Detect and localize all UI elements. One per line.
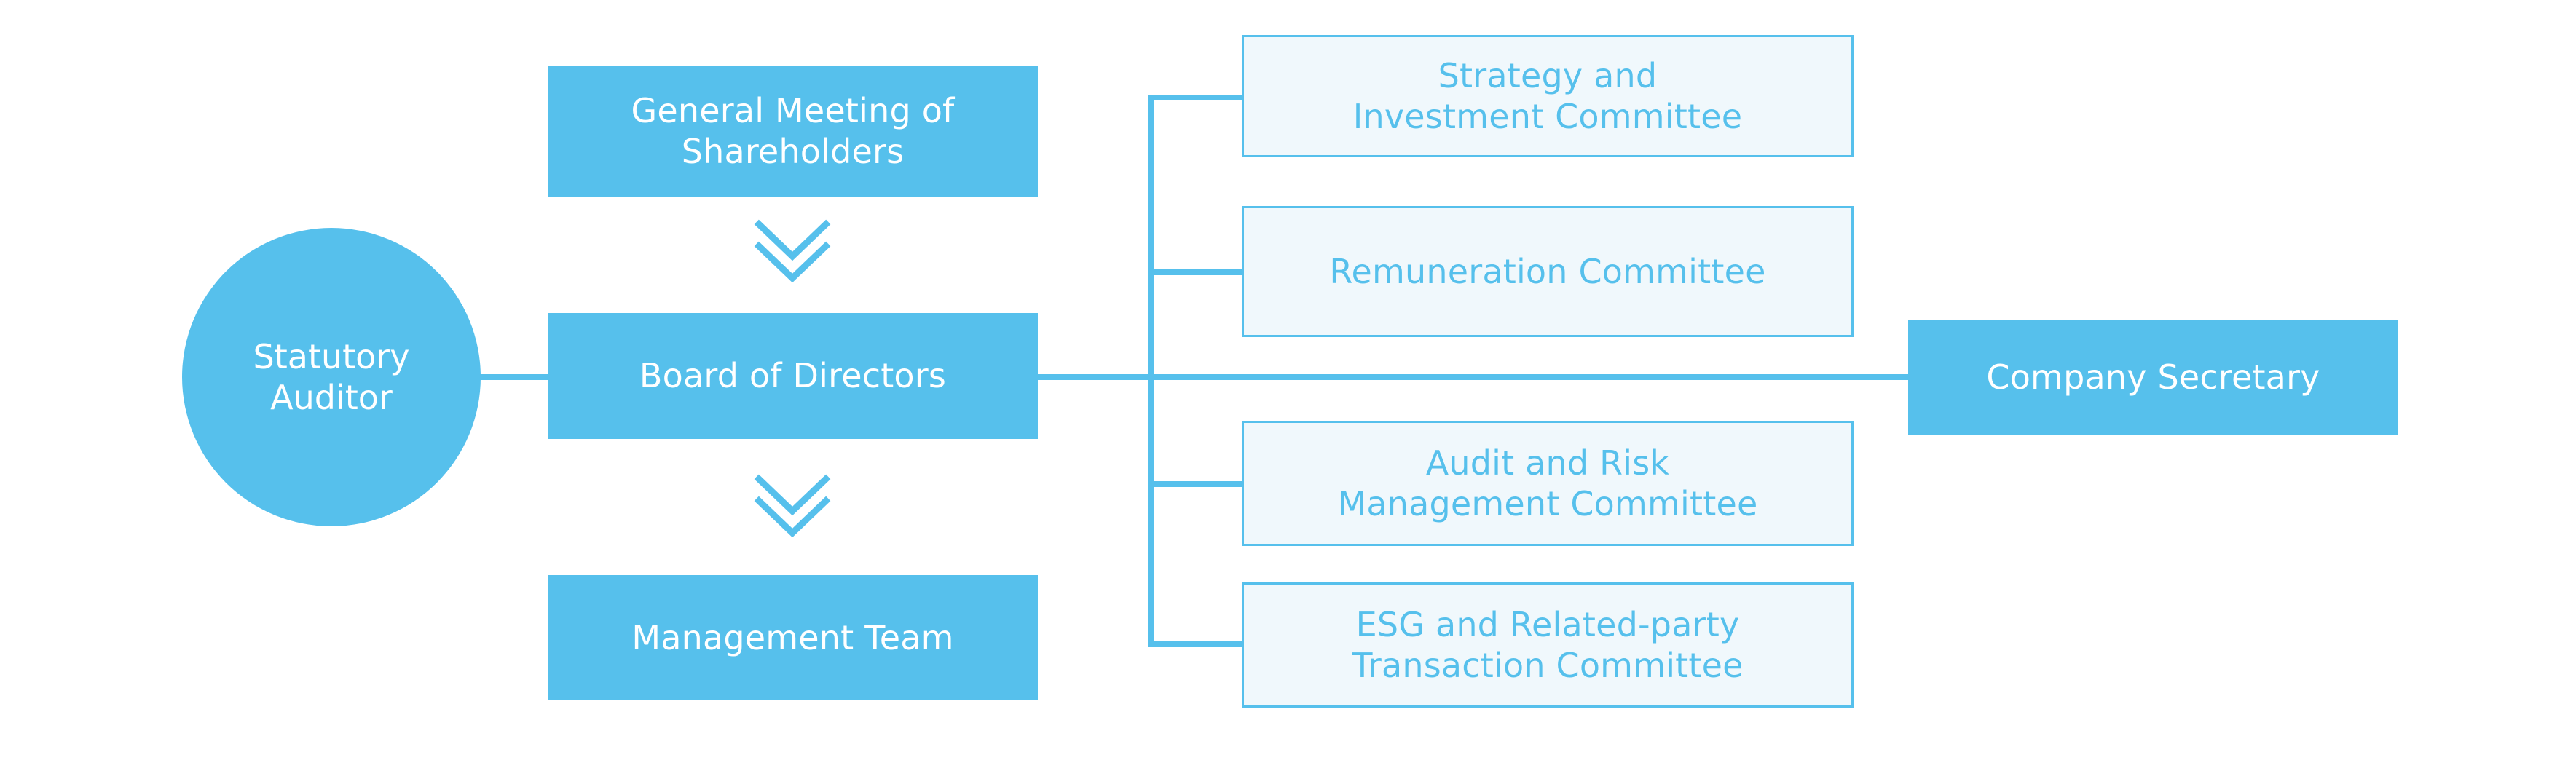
node-company-secretary[interactable]: Company Secretary [1908,320,2398,435]
node-strategy-committee-label: Strategy and Investment Committee [1352,55,1743,136]
node-management-team[interactable]: Management Team [548,575,1038,700]
node-audit-committee-label: Audit and Risk Management Committee [1337,443,1758,523]
node-company-secretary-label: Company Secretary [1986,357,2320,397]
node-strategy-and-investment-committee[interactable]: Strategy and Investment Committee [1242,35,1854,157]
node-esg-committee-label: ESG and Related-party Transaction Commit… [1352,604,1744,685]
node-board-of-directors-label: Board of Directors [639,356,947,396]
node-general-meeting-of-shareholders[interactable]: General Meeting of Shareholders [548,66,1038,197]
node-general-meeting-label: General Meeting of Shareholders [631,90,955,171]
double-chevron-down-icon [754,219,831,282]
node-esg-and-related-party-transaction-committee[interactable]: ESG and Related-party Transaction Commit… [1242,582,1854,708]
node-statutory-auditor[interactable]: Statutory Auditor [182,228,481,526]
node-board-of-directors[interactable]: Board of Directors [548,313,1038,439]
node-statutory-auditor-label: Statutory Auditor [253,336,410,417]
node-audit-and-risk-management-committee[interactable]: Audit and Risk Management Committee [1242,421,1854,546]
node-remuneration-committee[interactable]: Remuneration Committee [1242,206,1854,337]
double-chevron-down-icon [754,474,831,537]
node-remuneration-committee-label: Remuneration Committee [1329,251,1766,291]
node-management-team-label: Management Team [631,617,954,657]
